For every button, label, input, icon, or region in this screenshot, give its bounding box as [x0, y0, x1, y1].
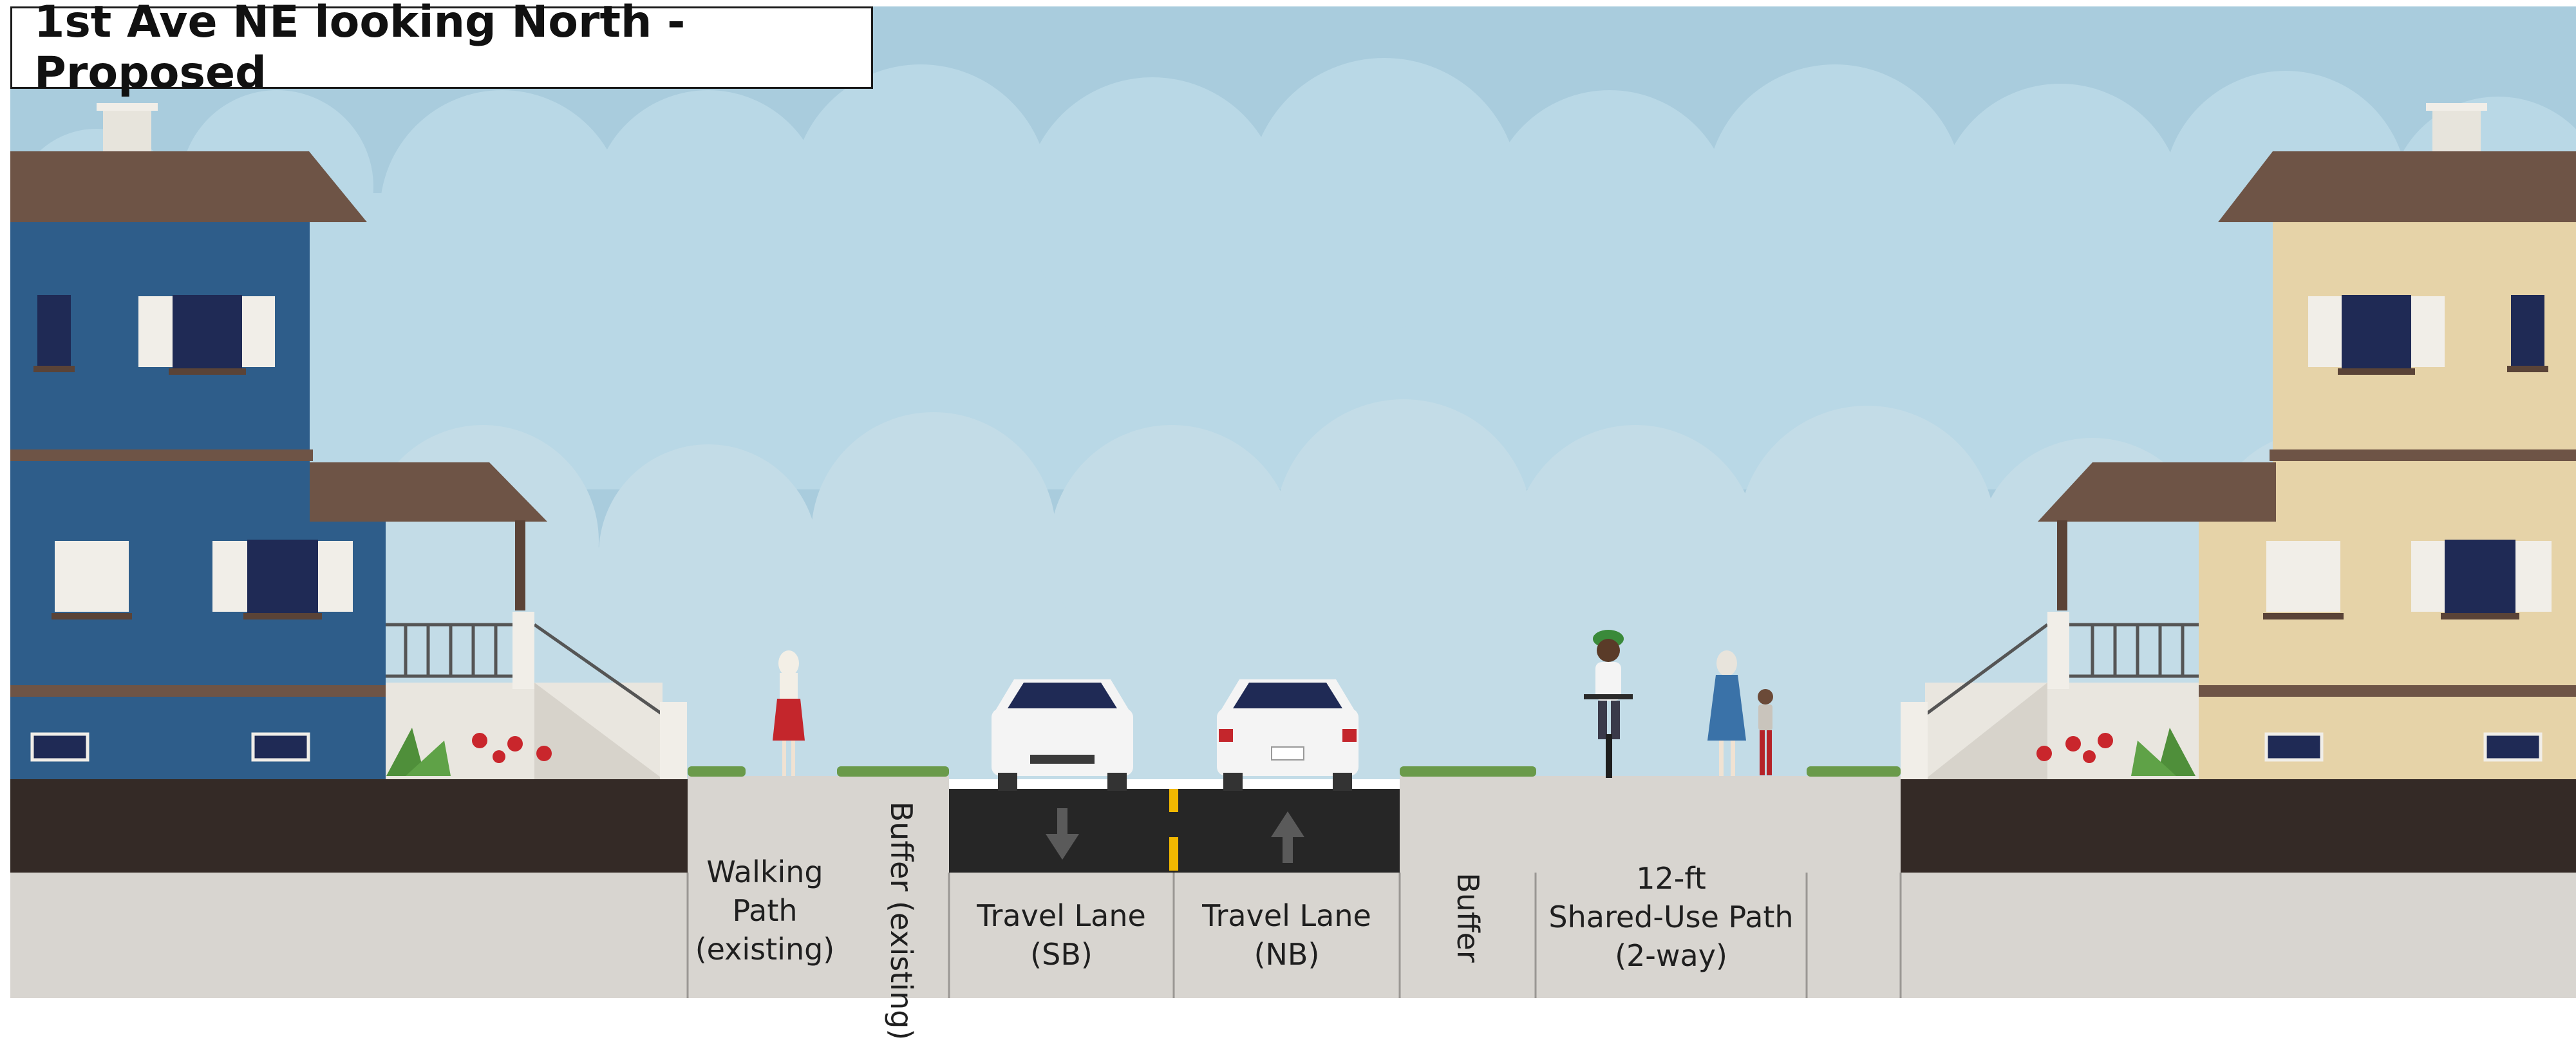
diagram-title: 1st Ave NE looking North - Proposed	[10, 0, 873, 99]
left-flowers	[386, 728, 552, 776]
segment-dividers	[686, 873, 1902, 998]
right-flowers	[2036, 728, 2195, 776]
arrow-down-icon	[1046, 808, 1079, 860]
car-southbound	[992, 679, 1133, 791]
pedestrian-figure	[773, 650, 805, 776]
shared-use-path-label-line: Shared-Use Path	[1548, 900, 1794, 934]
travel-lane-nb-label-line: Travel Lane	[1202, 898, 1371, 933]
travel-lane-nb-label: Travel Lane (NB)	[1174, 896, 1400, 974]
travel-lane-nb-label-line: (NB)	[1254, 937, 1320, 972]
center-line	[1169, 789, 1178, 812]
shared-use-path-surface	[1400, 776, 1901, 873]
travel-lane-sb-label: Travel Lane (SB)	[949, 896, 1174, 974]
shared-use-path-label: 12-ft Shared-Use Path (2-way)	[1536, 859, 1807, 975]
walking-path-label-line: Walking	[706, 855, 823, 889]
right-dirt-band	[1901, 779, 2576, 873]
right-house	[1901, 103, 2576, 779]
walking-path-surface	[688, 776, 949, 873]
left-house	[10, 103, 687, 779]
travel-lane-sb-label-line: Travel Lane	[977, 898, 1146, 933]
buffer-label: Buffer	[1451, 873, 1485, 963]
left-dirt-band	[10, 779, 688, 873]
walking-path-label-line: Path	[732, 893, 798, 928]
shared-use-path-label-line: 12-ft	[1636, 861, 1706, 896]
travel-lane-sb-label-line: (SB)	[1030, 937, 1093, 972]
bottom-ground	[10, 873, 2576, 998]
arrow-up-icon	[1271, 811, 1304, 863]
cyclist-figure	[1584, 630, 1633, 778]
buffer-existing-label: Buffer (existing)	[884, 801, 919, 1040]
car-northbound	[1217, 679, 1359, 791]
center-line	[1169, 837, 1178, 871]
shared-use-path-label-line: (2-way)	[1615, 938, 1727, 973]
adult-walker-figure	[1707, 650, 1746, 776]
walking-path-label: Walking Path (existing)	[688, 853, 842, 969]
child-walker-figure	[1758, 689, 1773, 775]
walking-path-label-line: (existing)	[695, 932, 835, 967]
